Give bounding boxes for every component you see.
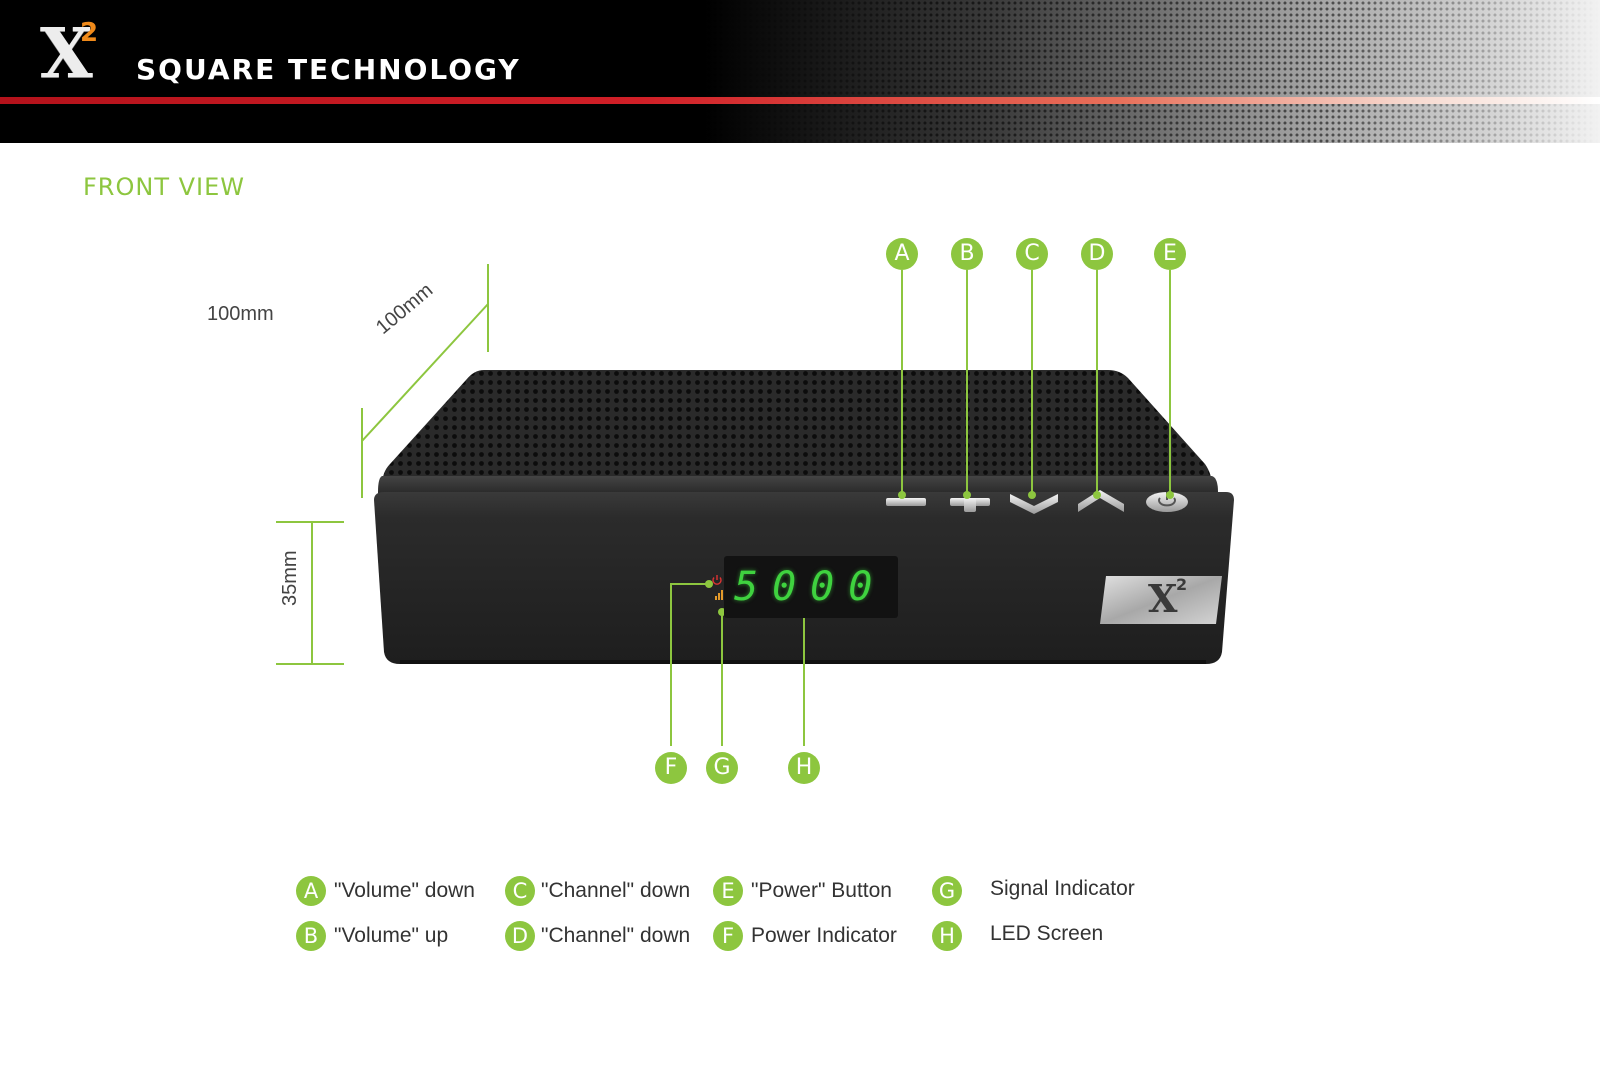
device-top-mesh [382,370,1212,486]
legend-text-c: "Channel" down [541,879,691,902]
legend-badge-e: E [713,876,743,906]
legend-text-h: LED Screen [990,922,1104,945]
power-button-shape [1146,492,1188,512]
callout-badge-b: B [951,238,983,270]
callout-leader-lines [670,270,1171,746]
callout-badge-c: C [1016,238,1048,270]
front-logo-plate [1100,576,1222,624]
callout-badge-e: E [1154,238,1186,270]
callout-badge-a: A [886,238,918,270]
led-screen-digits: 5000 [734,564,887,610]
led-screen [724,556,898,618]
legend-text-a: "Volume" down [334,879,475,902]
legend-badge-g: G [932,876,962,906]
legend-text-g: Signal Indicator [990,877,1135,900]
front-logo-superscript: 2 [1176,575,1188,594]
callout-badge-d: D [1081,238,1113,270]
section-title: FRONT VIEW [83,173,246,201]
banner-dot-pattern [700,0,1600,143]
depth-dimension-line [361,303,489,442]
callout-badge-g: G [706,752,738,784]
front-logo-letter: X [1148,576,1178,621]
channel-down-button-shape [1010,494,1058,514]
header-banner: X 2 SQUARE TECHNOLOGY [0,0,1600,143]
callout-badge-h: H [788,752,820,784]
brand-name: SQUARE TECHNOLOGY [136,53,521,86]
signal-indicator-icon [715,590,723,600]
legend-badge-b: B [296,921,326,951]
logo-superscript: 2 [80,18,99,48]
leader-f [670,583,709,746]
legend-text-d: "Channel" down [541,924,691,947]
legend-badge-f: F [713,921,743,951]
callout-badge-f: F [655,752,687,784]
banner-red-stripe [0,97,1600,104]
front-logo: X 2 [1148,575,1198,622]
legend-text-e: "Power" Button [751,879,892,902]
brand-logo: X 2 [40,14,110,94]
legend-badge-d: D [505,921,535,951]
channel-up-button-shape [1078,490,1124,512]
front-buttons [886,490,1188,514]
width-dimension-label: 100mm [207,303,274,325]
legend-badge-h: H [932,921,962,951]
logo-letter: X [40,14,93,94]
legend-text-f: Power Indicator [751,924,897,947]
volume-down-button-shape [886,498,926,506]
legend-badge-a: A [296,876,326,906]
dimension-lines [276,264,489,665]
legend-text-b: "Volume" up [334,924,449,947]
volume-up-button-shape [950,498,990,512]
power-indicator-icon [712,575,722,585]
height-dimension-label: 35mm [279,550,301,606]
legend-badge-c: C [505,876,535,906]
